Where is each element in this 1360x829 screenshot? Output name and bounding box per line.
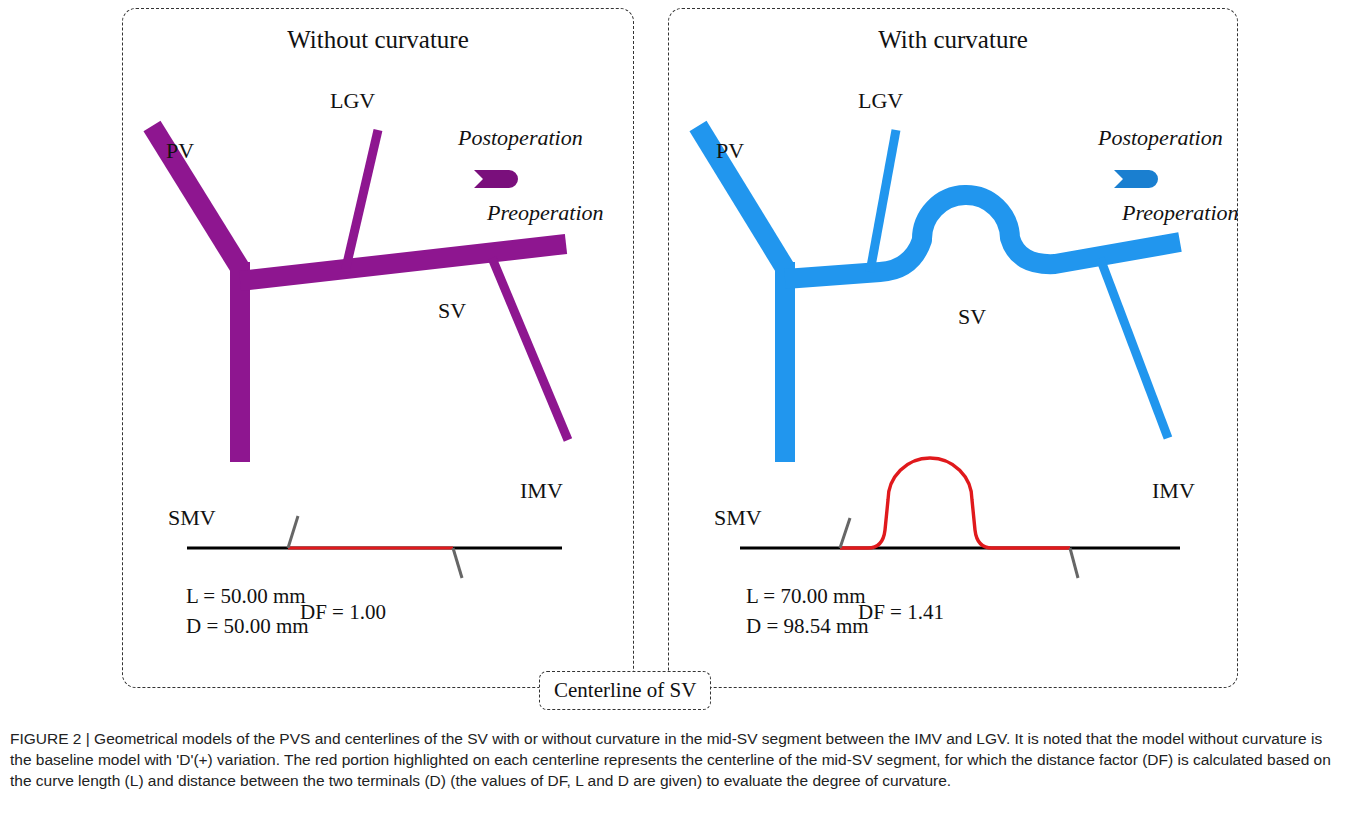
vessel-name: SV xyxy=(438,298,466,324)
stage-label: Postoperation xyxy=(458,125,583,151)
panel-heading: With curvature xyxy=(669,26,1237,54)
stage-label: Postoperation xyxy=(1098,125,1223,151)
centerline-box: Centerline of SV xyxy=(539,671,711,710)
stage-label: Preoperation xyxy=(1122,200,1239,226)
panel-heading: Without curvature xyxy=(123,26,633,54)
vessel-name: PV xyxy=(166,138,194,164)
panel-heading: Centerline of SV xyxy=(554,678,696,703)
dimension: DF = 1.41 xyxy=(858,600,944,625)
dimension: L = 50.00 mm xyxy=(186,584,306,609)
vessel-name: SV xyxy=(958,304,986,330)
stage-label: Preoperation xyxy=(487,200,604,226)
vessel-name: IMV xyxy=(520,478,563,504)
dimension: DF = 1.00 xyxy=(300,600,386,625)
dimension: L = 70.00 mm xyxy=(746,584,866,609)
vessel-name: LGV xyxy=(330,88,375,114)
dimension: D = 98.54 mm xyxy=(746,614,869,639)
postoperation-stub xyxy=(474,170,518,188)
figure-caption: FIGURE 2 | Geometrical models of the PVS… xyxy=(10,728,1345,791)
dimension: D = 50.00 mm xyxy=(186,614,309,639)
vessel-name: SMV xyxy=(168,505,216,531)
vessel-name: SMV xyxy=(714,505,762,531)
vessel-name: LGV xyxy=(858,88,903,114)
pvs-model-straight xyxy=(152,126,568,462)
vessel-name: PV xyxy=(716,138,744,164)
vessel-name: IMV xyxy=(1152,478,1195,504)
postoperation-stub xyxy=(1114,170,1158,188)
pvs-model-curved xyxy=(698,126,1180,462)
centerline-sketch xyxy=(187,458,1180,578)
